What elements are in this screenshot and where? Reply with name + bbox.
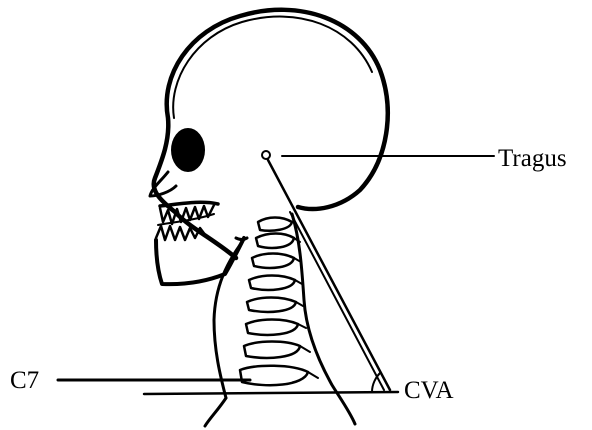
vertebra-c5	[247, 298, 296, 312]
eye-socket	[171, 128, 205, 172]
lower-teeth	[156, 226, 206, 240]
upper-jaw	[160, 202, 218, 206]
jaw-hinge	[236, 238, 247, 240]
vertebra-c7	[244, 342, 300, 358]
vertebra-c3	[252, 254, 294, 268]
skull	[150, 10, 388, 284]
c7-label: C7	[10, 367, 39, 394]
shoulder-line	[205, 398, 226, 426]
neck-front-line	[214, 245, 240, 398]
tragus-point	[262, 151, 270, 159]
vertebra-c4	[249, 276, 295, 290]
tragus-label: Tragus	[498, 145, 567, 172]
horizontal-reference-line	[144, 392, 398, 394]
vertebra-t1	[240, 366, 308, 385]
vertebra-c2	[256, 234, 294, 248]
vertebra-c6	[246, 320, 298, 335]
cva-label: CVA	[404, 377, 454, 404]
vertebra-c1	[258, 218, 292, 231]
